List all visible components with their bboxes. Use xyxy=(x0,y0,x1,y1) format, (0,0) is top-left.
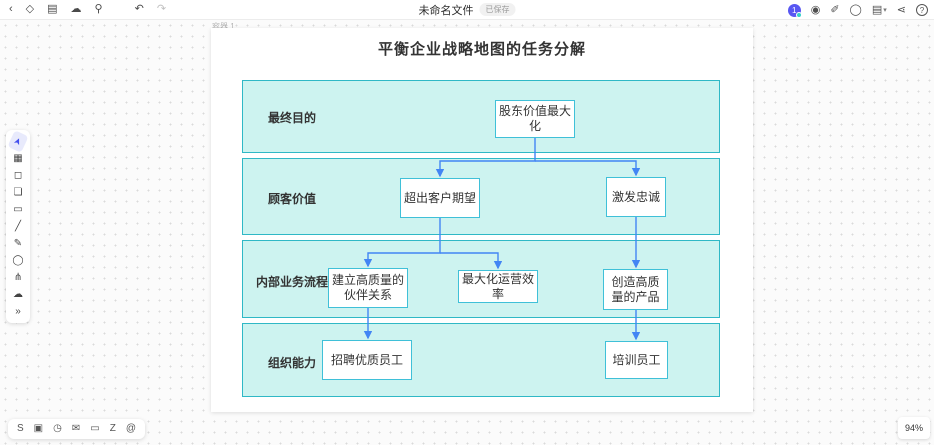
line-tool[interactable]: ╱ xyxy=(14,220,22,232)
mention-icon[interactable]: @ xyxy=(125,423,136,434)
sticky-note-tool[interactable]: ❏ xyxy=(13,186,23,198)
lane-label: 顾客价值 xyxy=(267,192,316,206)
timer-tool-icon[interactable]: ◷ xyxy=(53,423,62,434)
chevron-down-icon: ▾ xyxy=(883,7,887,14)
collab-toolbar: S ▣ ◷ ✉ ▭ Z @ xyxy=(8,419,145,439)
duplicate-icon[interactable]: ▣ xyxy=(33,423,44,434)
tag-icon[interactable]: ◇ xyxy=(25,3,35,15)
share-icon[interactable]: ⋖ xyxy=(896,3,906,16)
ellipse-tool[interactable]: ◯ xyxy=(12,254,24,266)
pen-tool[interactable]: ✎ xyxy=(13,237,23,249)
lane-label: 组织能力 xyxy=(267,356,316,370)
connector-tool[interactable]: ⋔ xyxy=(13,271,23,283)
whiteboard-canvas[interactable]: 容器 1 平衡企业战略地图的任务分解 最终目的 顾客价值 内部业务流程 组织能力 xyxy=(0,20,934,445)
node-exceed-expectations[interactable]: 超出客户期望 xyxy=(400,178,480,218)
tools-panel: ➤ ▦ ◻ ❏ ▭ ╱ ✎ ◯ ⋔ ☁ » xyxy=(6,130,30,323)
save-icon[interactable]: ▤ xyxy=(47,3,58,15)
frame-label[interactable]: 容器 1 xyxy=(212,22,235,31)
search-icon[interactable]: ⚲ xyxy=(94,3,103,15)
frame-container: 平衡企业战略地图的任务分解 最终目的 顾客价值 内部业务流程 组织能力 xyxy=(211,28,753,412)
node-inspire-loyalty[interactable]: 激发忠诚 xyxy=(606,177,666,217)
more-tools-icon[interactable]: » xyxy=(15,305,21,317)
help-icon[interactable]: ? xyxy=(916,4,928,16)
back-icon[interactable]: ‹ xyxy=(9,3,13,15)
shape-tool[interactable]: ▭ xyxy=(13,203,23,215)
style-tool-icon[interactable]: S xyxy=(17,423,24,434)
comment-icon[interactable]: ✉ xyxy=(71,423,81,434)
layout-dropdown[interactable]: ▤ ▾ xyxy=(871,3,887,16)
avatar[interactable]: 1 xyxy=(787,3,802,18)
node-shareholder-value[interactable]: 股东价值最大化 xyxy=(495,100,575,138)
node-quality-partnership[interactable]: 建立高质量的伙伴关系 xyxy=(328,268,408,308)
upload-tool[interactable]: ☁ xyxy=(13,288,23,300)
lane-label: 内部业务流程 xyxy=(255,275,328,289)
templates-tool[interactable]: ▦ xyxy=(13,152,23,164)
diagram-title[interactable]: 平衡企业战略地图的任务分解 xyxy=(377,41,586,58)
laser-pointer-icon[interactable]: ✐ xyxy=(830,3,840,16)
node-quality-products[interactable]: 创造高质量的产品 xyxy=(603,269,668,310)
timer-icon[interactable]: ◯ xyxy=(849,3,862,16)
layout-icon: ▤ xyxy=(871,3,883,16)
topbar: ‹ ◇ ▤ ☁ ⚲ ↶ ↷ 未命名文件 已保存 1 ◉ ✐ ◯ ▤ ▾ ⋖ ? xyxy=(0,0,934,20)
document-title-group: 未命名文件 已保存 xyxy=(419,2,516,18)
topbar-left-group: ‹ ◇ ▤ ☁ ⚲ ↶ ↷ xyxy=(0,4,166,15)
presentation-icon[interactable]: ▭ xyxy=(90,423,100,434)
document-title[interactable]: 未命名文件 xyxy=(418,4,474,17)
redo-icon[interactable]: ↷ xyxy=(156,3,167,15)
frame-tool[interactable]: ◻ xyxy=(13,169,23,181)
topbar-right-group: 1 ◉ ✐ ◯ ▤ ▾ ⋖ ? xyxy=(787,0,928,20)
cloud-sync-icon[interactable]: ☁ xyxy=(70,3,82,15)
zoom-level[interactable]: 94% xyxy=(898,417,930,439)
record-icon[interactable]: ◉ xyxy=(810,3,821,16)
node-recruit-employees[interactable]: 招聘优质员工 xyxy=(322,340,412,380)
node-maximize-efficiency[interactable]: 最大化运营效率 xyxy=(458,270,538,303)
lane-label: 最终目的 xyxy=(267,111,316,125)
undo-icon[interactable]: ↶ xyxy=(134,3,144,15)
node-train-employees[interactable]: 培训员工 xyxy=(605,341,668,379)
zen-mode-icon[interactable]: Z xyxy=(109,423,116,434)
select-tool[interactable]: ➤ xyxy=(7,130,29,153)
save-status-badge: 已保存 xyxy=(479,3,516,16)
